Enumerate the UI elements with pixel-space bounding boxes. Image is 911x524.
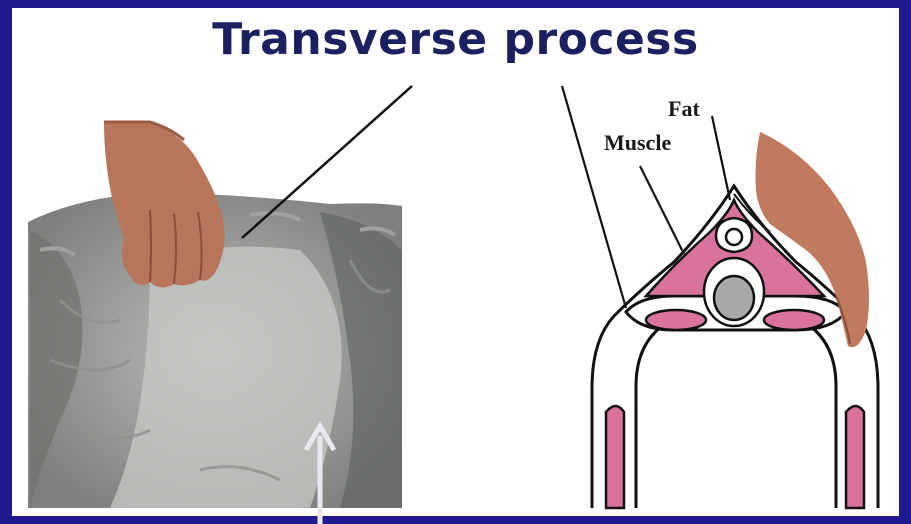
fat-label: Fat — [668, 96, 700, 122]
muscle-label: Muscle — [604, 130, 671, 156]
page-title: Transverse process — [0, 14, 911, 65]
